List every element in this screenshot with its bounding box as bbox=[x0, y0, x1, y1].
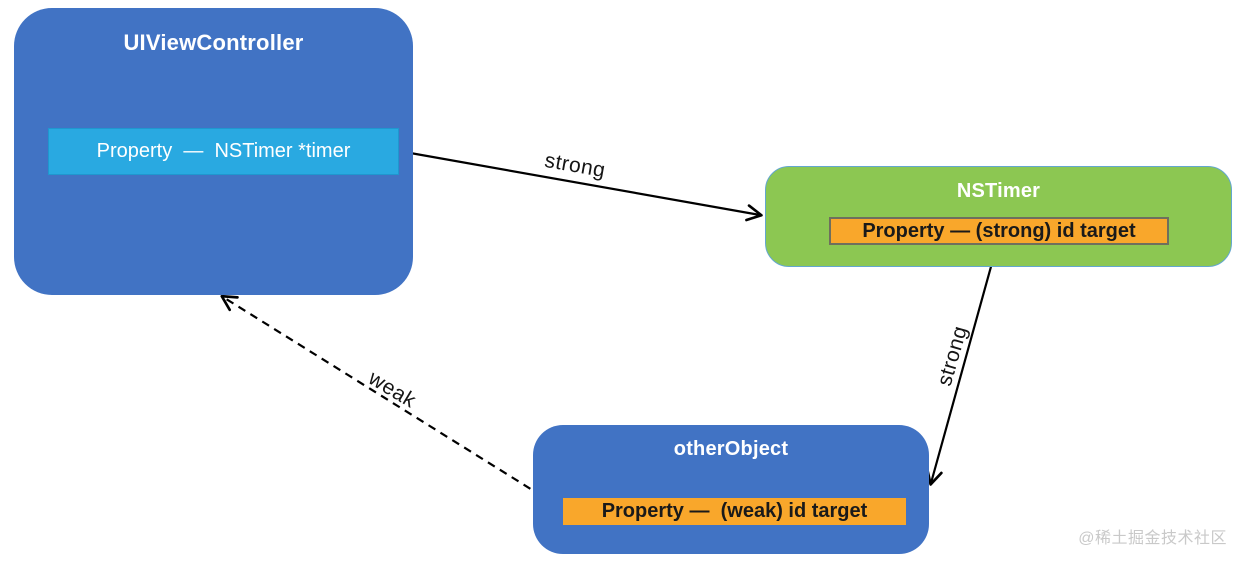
node-nstimer-title: NSTimer bbox=[956, 180, 1041, 202]
property-badge-weak-id-target: Property — (weak) id target bbox=[563, 498, 906, 525]
node-uiviewcontroller: UIViewController Property — NSTimer *tim… bbox=[14, 8, 413, 295]
edge-label-weak: weak bbox=[364, 366, 421, 413]
node-uiviewcontroller-title: UIViewController bbox=[123, 30, 304, 55]
property-badge-nstimer-timer: Property — NSTimer *timer bbox=[48, 128, 399, 175]
node-otherobject-title: otherObject bbox=[673, 438, 789, 460]
property-badge-strong-id-target: Property — (strong) id target bbox=[829, 217, 1169, 245]
node-nstimer: NSTimer Property — (strong) id target bbox=[765, 166, 1232, 267]
edge-label-strong-right: strong bbox=[933, 323, 973, 389]
node-otherobject: otherObject Property — (weak) id target bbox=[533, 425, 929, 554]
edge-label-strong-top: strong bbox=[542, 148, 608, 183]
watermark-text: @稀土掘金技术社区 bbox=[1078, 530, 1227, 547]
